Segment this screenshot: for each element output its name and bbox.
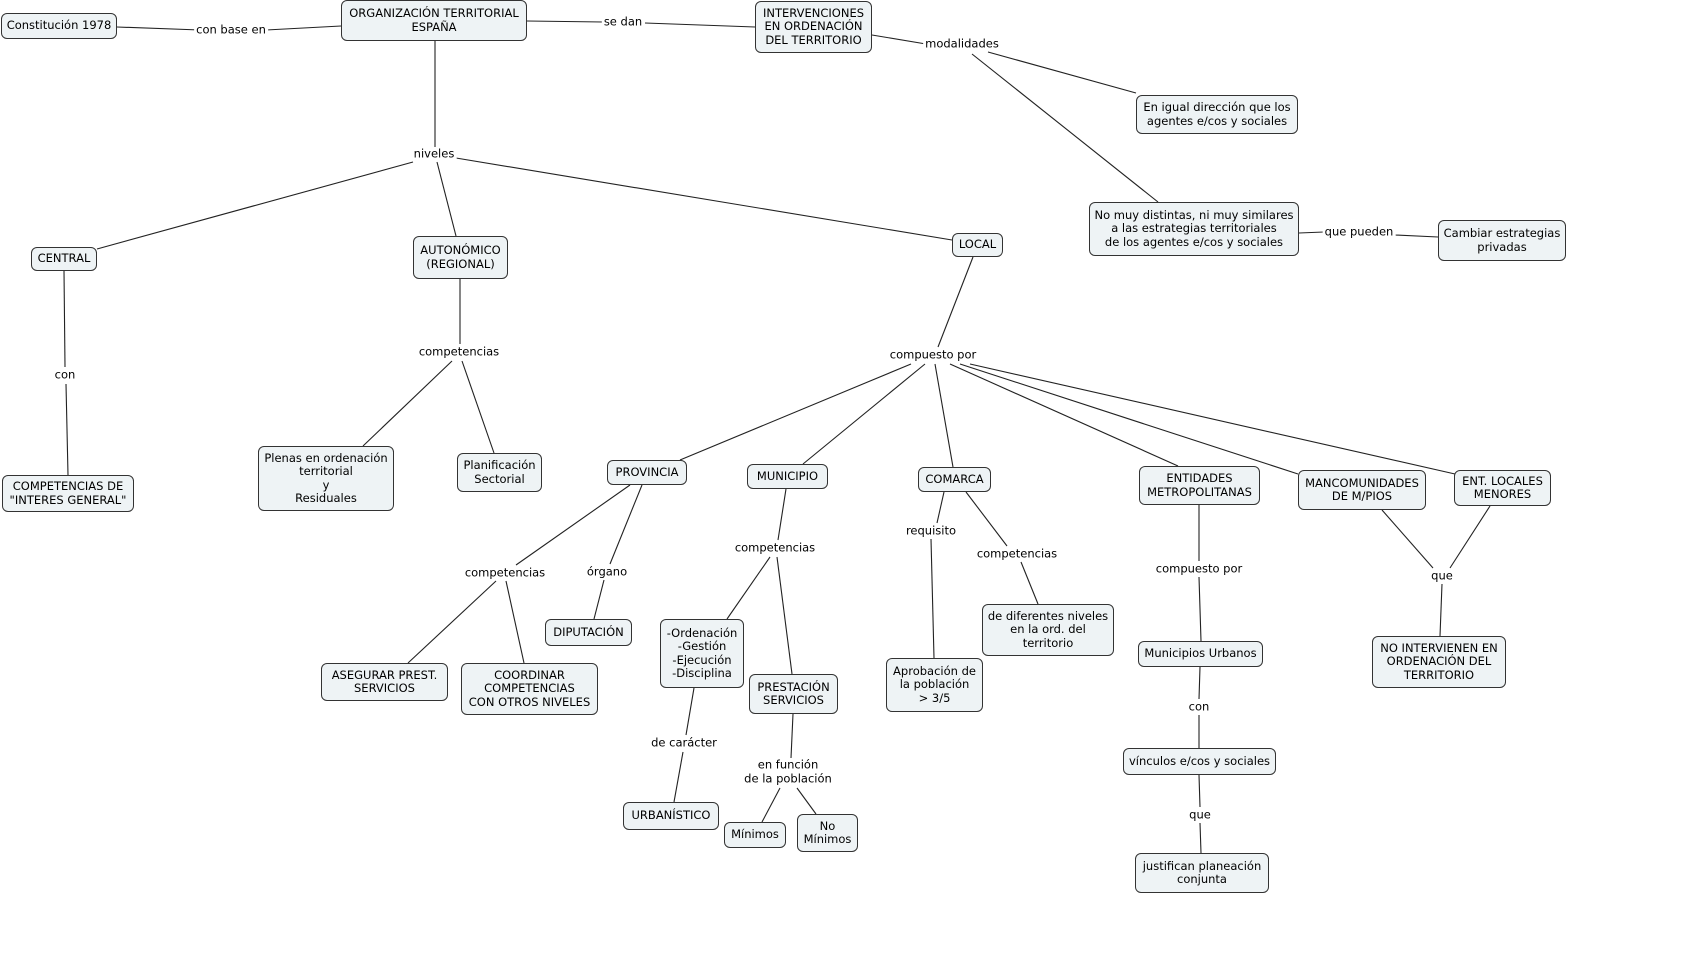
node-mancomunidades[interactable]: MANCOMUNIDADES DE M/PIOS — [1298, 470, 1426, 510]
link-label: de carácter — [649, 735, 719, 750]
link-label: requisito — [903, 523, 959, 538]
node-ordenacion-lista[interactable]: -Ordenación -Gestión -Ejecución -Discipl… — [660, 619, 744, 688]
link-label: en función de la población — [742, 757, 834, 786]
link-label: con — [52, 367, 78, 382]
node-comarca[interactable]: COMARCA — [918, 467, 991, 492]
node-igual-direccion[interactable]: En igual dirección que los agentes e/cos… — [1136, 95, 1298, 134]
node-local[interactable]: LOCAL — [952, 233, 1003, 257]
node-autonomico[interactable]: AUTONÓMICO (REGIONAL) — [413, 236, 508, 279]
node-asegurar[interactable]: ASEGURAR PREST. SERVICIOS — [321, 663, 448, 701]
node-coordinar[interactable]: COORDINAR COMPETENCIAS CON OTROS NIVELES — [461, 663, 598, 715]
node-competencias-interes-general[interactable]: COMPETENCIAS DE "INTERES GENERAL" — [2, 475, 134, 512]
link-label: que — [1429, 568, 1455, 583]
node-provincia[interactable]: PROVINCIA — [607, 460, 687, 485]
node-aprobacion[interactable]: Aprobación de la población > 3/5 — [886, 658, 983, 712]
node-municipios-urbanos[interactable]: Municipios Urbanos — [1138, 641, 1263, 667]
link-label: competencias — [462, 565, 548, 580]
node-ent-locales-menores[interactable]: ENT. LOCALES MENORES — [1454, 470, 1551, 506]
node-entidades-metropolitanas[interactable]: ENTIDADES METROPOLITANAS — [1139, 466, 1260, 505]
link-label: con — [1186, 699, 1212, 714]
node-no-intervienen[interactable]: NO INTERVIENEN EN ORDENACIÓN DEL TERRITO… — [1372, 636, 1506, 688]
node-central[interactable]: CENTRAL — [31, 247, 97, 271]
link-label: órgano — [584, 564, 630, 579]
link-label: competencias — [416, 344, 502, 359]
link-label: competencias — [974, 546, 1060, 561]
node-no-minimos[interactable]: No Mínimos — [797, 814, 858, 852]
link-label: competencias — [732, 540, 818, 555]
link-label: se dan — [601, 14, 645, 29]
link-label: que — [1187, 807, 1213, 822]
node-diputacion[interactable]: DIPUTACIÓN — [545, 619, 632, 646]
node-diferentes-niveles[interactable]: de diferentes niveles en la ord. del ter… — [982, 604, 1114, 656]
node-urbanistico[interactable]: URBANÍSTICO — [623, 802, 719, 830]
node-plenas-ordenacion[interactable]: Plenas en ordenación territorial y Resid… — [258, 446, 394, 511]
node-municipio[interactable]: MUNICIPIO — [747, 464, 828, 489]
node-organizacion-territorial[interactable]: ORGANIZACIÓN TERRITORIAL ESPAÑA — [341, 0, 527, 41]
node-cambiar-estrategias[interactable]: Cambiar estrategias privadas — [1438, 220, 1566, 261]
node-prestacion-servicios[interactable]: PRESTACIÓN SERVICIOS — [749, 674, 838, 714]
node-no-muy-distintas[interactable]: No muy distintas, ni muy similares a las… — [1089, 202, 1299, 256]
node-intervenciones[interactable]: INTERVENCIONES EN ORDENACIÓN DEL TERRITO… — [755, 1, 872, 53]
node-constitucion[interactable]: Constitución 1978 — [1, 13, 117, 39]
link-label: compuesto por — [887, 347, 979, 362]
link-label: que pueden — [1322, 224, 1396, 239]
link-label: modalidades — [923, 36, 1001, 51]
link-label: compuesto por — [1153, 561, 1245, 576]
node-planificacion-sectorial[interactable]: Planificación Sectorial — [457, 453, 542, 492]
link-label: con base en — [194, 22, 268, 37]
node-minimos[interactable]: Mínimos — [724, 822, 786, 848]
link-label: niveles — [411, 146, 457, 161]
node-justifican[interactable]: justifican planeación conjunta — [1135, 853, 1269, 893]
node-vinculos[interactable]: vínculos e/cos y sociales — [1123, 748, 1276, 775]
